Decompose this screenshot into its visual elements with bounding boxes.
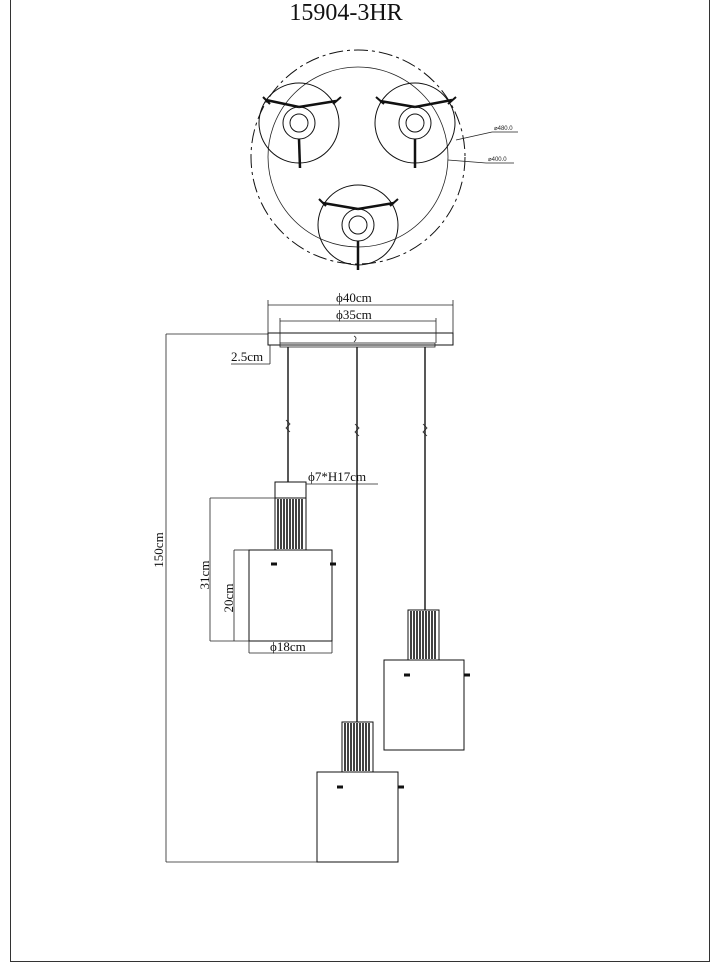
canopy-outer-label: ϕ40cm bbox=[336, 290, 372, 305]
pendant-center bbox=[316, 721, 404, 863]
cable-right bbox=[422, 347, 428, 610]
cable-left bbox=[285, 347, 291, 482]
top-shade-left bbox=[258, 82, 342, 169]
holder-dimension-label: ϕ7*H17cm bbox=[308, 469, 366, 484]
shade-total-label: 31cm bbox=[197, 561, 212, 590]
total-height-label: 150cm bbox=[151, 532, 166, 567]
outer-dashed-circle bbox=[250, 49, 466, 265]
side-view: ϕ40cm ϕ35cm 2.5cm 150cm bbox=[151, 290, 470, 863]
top-diameter-outer-label: ⌀400.0 bbox=[488, 157, 507, 163]
pendant-left bbox=[248, 481, 336, 642]
pendant-right bbox=[383, 609, 470, 751]
shade-left bbox=[248, 549, 333, 642]
leader-inner bbox=[455, 131, 493, 141]
shade-diameter-label: ϕ18cm bbox=[270, 639, 306, 654]
cable-center bbox=[354, 347, 360, 722]
shade-right bbox=[383, 659, 465, 751]
canopy-inner-label: ϕ35cm bbox=[336, 307, 372, 322]
inner-circle bbox=[267, 66, 449, 248]
top-view: ⌀480.0 ⌀400.0 bbox=[250, 49, 518, 270]
top-shade-bottom bbox=[317, 184, 399, 270]
top-diameter-inner-label: ⌀480.0 bbox=[494, 126, 513, 132]
canopy bbox=[267, 332, 454, 346]
leader-outer bbox=[447, 159, 487, 164]
canopy-height-label: 2.5cm bbox=[231, 349, 263, 364]
drawing-title: 15904-3HR bbox=[289, 0, 402, 26]
shade-center bbox=[316, 771, 399, 863]
top-shade-right bbox=[374, 82, 457, 168]
shade-height-label: 20cm bbox=[221, 584, 236, 613]
